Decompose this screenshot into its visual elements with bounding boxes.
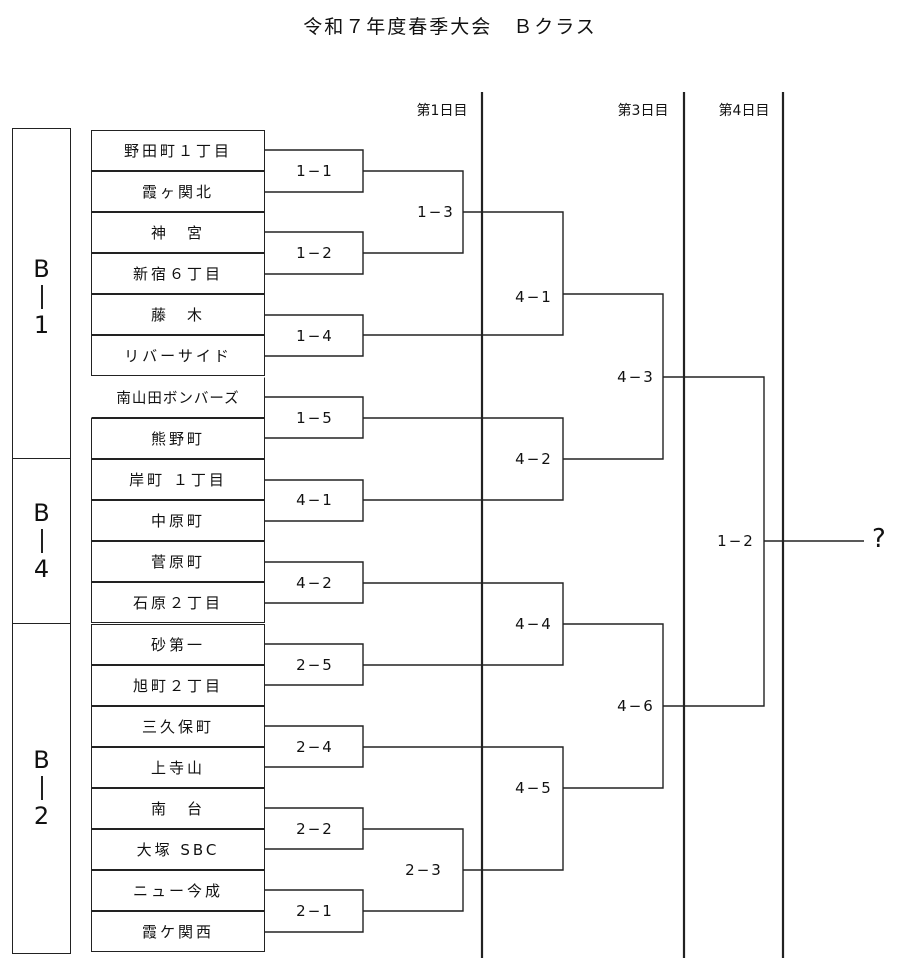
team-box: 岸町 １丁目 <box>91 459 265 500</box>
group-number: 2 <box>33 802 50 830</box>
day-header-1: 第1日目 <box>416 103 468 119</box>
match-label: 1−2 <box>293 244 337 262</box>
final-match-label: 1−2 <box>714 532 758 550</box>
winner-question-mark: ? <box>872 524 886 554</box>
day-header-4: 第4日目 <box>718 103 770 119</box>
group-box-b4: B 4 <box>12 458 71 624</box>
match-label: 4−2 <box>512 450 556 468</box>
team-box: 南 台 <box>91 788 265 829</box>
match-label: 2−4 <box>293 738 337 756</box>
team-box: 砂第一 <box>91 624 265 665</box>
match-label: 2−3 <box>402 861 446 879</box>
match-label: 4−3 <box>614 368 658 386</box>
team-box: 上寺山 <box>91 747 265 788</box>
match-label: 2−1 <box>293 902 337 920</box>
match-label: 4−2 <box>293 574 337 592</box>
day-header-3: 第3日目 <box>617 103 669 119</box>
group-letter: B <box>33 499 50 527</box>
match-label: 4−1 <box>293 491 337 509</box>
team-box: 野田町１丁目 <box>91 130 265 171</box>
team-box: 大塚 SBC <box>91 829 265 870</box>
group-number: 4 <box>33 555 50 583</box>
match-label: 4−6 <box>614 697 658 715</box>
team-box: 霞ケ関西 <box>91 911 265 952</box>
match-label: 1−3 <box>414 203 458 221</box>
team-box: リバーサイド <box>91 335 265 376</box>
group-box-b1: B 1 <box>12 128 71 459</box>
group-box-b2: B 2 <box>12 623 71 954</box>
team-box: 旭町２丁目 <box>91 665 265 706</box>
match-label: 1−4 <box>293 327 337 345</box>
group-letter: B <box>33 255 50 283</box>
group-divider <box>40 529 43 553</box>
match-label: 2−5 <box>293 656 337 674</box>
group-number: 1 <box>33 311 50 339</box>
team-box: 菅原町 <box>91 541 265 582</box>
team-box: ニュー今成 <box>91 870 265 911</box>
team-box: 霞ヶ関北 <box>91 171 265 212</box>
group-letter: B <box>33 746 50 774</box>
group-divider <box>40 285 43 309</box>
match-label: 1−5 <box>293 409 337 427</box>
group-divider <box>40 776 43 800</box>
team-box: 新宿６丁目 <box>91 253 265 294</box>
team-box: 石原２丁目 <box>91 582 265 623</box>
team-box: 南山田ボンバーズ <box>91 377 265 418</box>
team-box: 三久保町 <box>91 706 265 747</box>
team-box: 熊野町 <box>91 418 265 459</box>
page-title: 令和７年度春季大会 Ｂクラス <box>303 16 597 38</box>
match-label: 4−4 <box>512 615 556 633</box>
team-box: 藤 木 <box>91 294 265 335</box>
match-label: 4−5 <box>512 779 556 797</box>
team-box: 神 宮 <box>91 212 265 253</box>
match-label: 4−1 <box>512 288 556 306</box>
team-box: 中原町 <box>91 500 265 541</box>
match-label: 1−1 <box>293 162 337 180</box>
match-label: 2−2 <box>293 820 337 838</box>
